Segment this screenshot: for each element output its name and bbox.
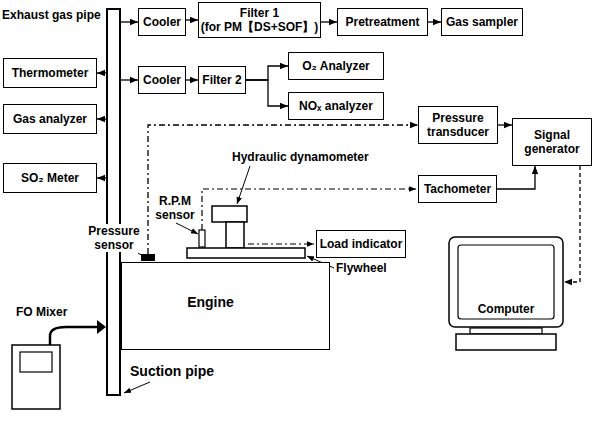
- node-text: SO₂ Meter: [21, 171, 79, 185]
- process-box: Cooler: [138, 66, 186, 94]
- flow-arrow: [121, 21, 138, 22]
- computer-monitor: Computer: [448, 236, 564, 328]
- flow-arrow: [246, 80, 288, 106]
- filter-box: Filter 1(for PM【DS+SOF】): [198, 2, 321, 38]
- node-text: Gas sampler: [446, 15, 518, 29]
- load-signal-line: [248, 243, 314, 244]
- flow-arrow: [497, 166, 535, 189]
- analyzer-box: NOₓ analyzer: [288, 92, 384, 120]
- monitor-screen: [458, 245, 554, 319]
- node-text: Gas analyzer: [13, 112, 87, 126]
- node-text: (for PM【DS+SOF】): [201, 20, 319, 34]
- flywheel: [187, 248, 305, 258]
- leader-line: [176, 223, 198, 234]
- node-text: Filter 2: [202, 73, 241, 87]
- node-text: O₂ Analyzer: [302, 59, 370, 73]
- leader-line: [237, 166, 250, 204]
- exhaust-pipe: Exhaust gas pipe: [106, 8, 121, 396]
- filter-box: Filter 2: [198, 66, 246, 94]
- node-text: Thermometer: [12, 66, 89, 80]
- fo-feed-pipe: [50, 327, 98, 345]
- flow-arrow: [498, 124, 512, 125]
- node-text: Signal generator: [513, 128, 591, 156]
- fo-mixer-tank: [20, 352, 52, 372]
- part-label: FO Mixer: [16, 305, 67, 319]
- node-text: Tachometer: [424, 182, 491, 196]
- node-text: Cooler: [143, 73, 181, 87]
- flow-arrow: [186, 19, 198, 20]
- node-text: Load indicator: [320, 237, 403, 251]
- computer-base: [456, 334, 556, 350]
- part-label: Flywheel: [336, 261, 387, 275]
- flow-arrow: [246, 66, 288, 80]
- node-text: Filter 1: [240, 6, 279, 20]
- rpm-signal-line: [202, 189, 416, 230]
- flow-arrow: [428, 21, 441, 22]
- flow-arrow: [121, 79, 138, 80]
- flow-arrow: [97, 118, 106, 119]
- flow-arrow: [97, 72, 106, 73]
- node-text: Pressure transducer: [419, 111, 497, 139]
- flow-arrow: [564, 166, 580, 282]
- flow-arrow: [186, 79, 198, 80]
- leader-line: [138, 253, 143, 256]
- computer-stand: [470, 328, 542, 334]
- node-text: Computer: [478, 302, 535, 316]
- process-box: Pretreatment: [337, 8, 428, 36]
- signal-box: Signal generator: [512, 118, 592, 166]
- node-text: NOₓ analyzer: [299, 99, 373, 113]
- part-label: R.P.M sensor: [154, 194, 196, 222]
- transducer-box: Pressure transducer: [418, 106, 498, 144]
- analyzer-box: O₂ Analyzer: [288, 52, 384, 80]
- shaft: [226, 222, 244, 248]
- rpm-sensor: [199, 230, 205, 247]
- part-label: Pressure sensor: [86, 224, 142, 252]
- instrument-box: Thermometer: [3, 58, 97, 88]
- monitor-frame: [449, 237, 563, 327]
- node-text: Cooler: [143, 15, 181, 29]
- instrument-box: SO₂ Meter: [3, 163, 97, 193]
- flow-arrow: [321, 21, 337, 22]
- part-label: Suction pipe: [130, 363, 214, 379]
- indicator-box: Load indicator: [316, 230, 406, 258]
- analyzer-box: Gas analyzer: [3, 104, 97, 134]
- fo-mixer-body: [12, 345, 60, 409]
- sampler-box: Gas sampler: [441, 8, 523, 36]
- flow-arrow: [97, 177, 106, 178]
- dynamometer-body: [212, 206, 247, 222]
- process-box: Cooler: [138, 8, 186, 36]
- instrument-box: Tachometer: [418, 175, 497, 203]
- node-text: Pretreatment: [345, 15, 419, 29]
- node-text: Exhaust gas pipe: [2, 8, 13, 22]
- node-text: Engine: [187, 294, 234, 310]
- engine-block: Engine: [121, 262, 330, 350]
- fo-injector: [97, 320, 106, 334]
- leader-line: [124, 382, 150, 393]
- pressure-sensor: [141, 254, 155, 261]
- part-label: Hydraulic dynamometer: [232, 150, 369, 164]
